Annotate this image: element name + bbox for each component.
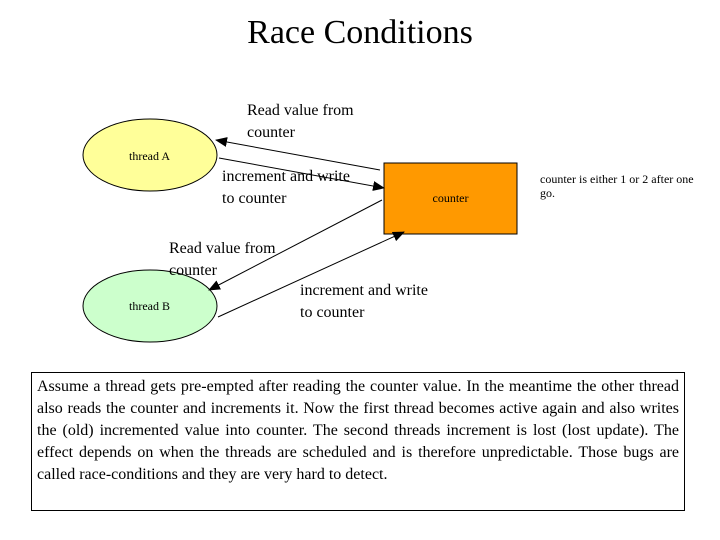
- arrow-thread-b-to-counter: [217, 231, 405, 318]
- thread-b-label: thread B: [129, 299, 170, 313]
- arrow-counter-to-thread-a: [215, 137, 381, 171]
- counter-note: counter is either 1 or 2 after one go.: [540, 172, 694, 200]
- thread-a-label: thread A: [129, 149, 170, 163]
- arrow-thread-a-to-counter: [218, 157, 385, 191]
- arrow-label-a-read: Read value from counter: [247, 102, 354, 141]
- explanation-box: Assume a thread gets pre-empted after re…: [31, 372, 685, 511]
- arrow-label-a-write: increment and write to counter: [222, 168, 350, 207]
- page-title: Race Conditions: [247, 14, 473, 51]
- thread-b-node: [82, 269, 218, 343]
- arrow-label-b-read: Read value from counter: [169, 240, 276, 279]
- arrow-label-b-write: increment and write to counter: [300, 282, 428, 321]
- arrow-counter-to-thread-b: [208, 199, 383, 291]
- thread-a-node: [82, 118, 218, 192]
- counter-label: counter: [432, 191, 469, 205]
- counter-node: [383, 162, 518, 235]
